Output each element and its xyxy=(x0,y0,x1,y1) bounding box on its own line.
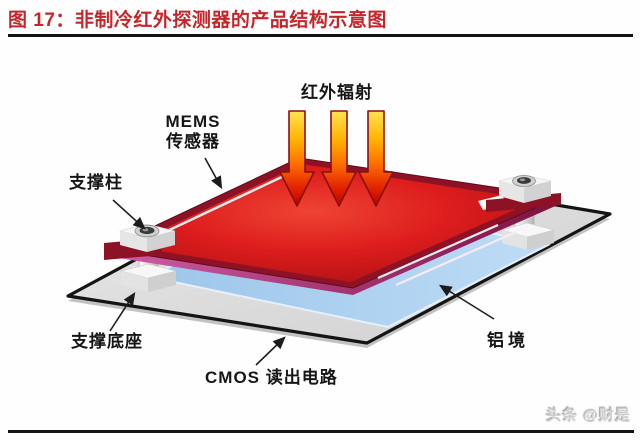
leader-arrow-base-icon xyxy=(109,291,136,332)
pillar-stud-highlight xyxy=(142,228,149,232)
label-cmos-readout: CMOS 读出电路 xyxy=(205,368,338,387)
label-mems-line2: 传感器 xyxy=(166,132,220,151)
label-aluminum-mirror: 铝境 xyxy=(487,331,529,350)
leader-arrow-pillar-icon xyxy=(112,199,146,230)
pillar-base-right xyxy=(527,230,554,250)
plate-thickness-edge xyxy=(106,197,560,295)
leader-arrows xyxy=(109,157,495,366)
plate-gap-line-right2 xyxy=(395,230,517,287)
leader-arrow-cmos-icon xyxy=(255,336,286,366)
pillar-cap-right xyxy=(147,231,175,252)
plate-gap-line-right1 xyxy=(377,223,499,280)
ir-arrow-icon xyxy=(321,110,357,207)
pillar-base-left xyxy=(121,271,148,292)
pillar-stud-highlight xyxy=(519,178,526,182)
label-support-pillar: 支撑柱 xyxy=(69,173,123,192)
support-pillar-right-top xyxy=(497,174,552,203)
watermark: 头条 @财是 xyxy=(546,407,631,424)
sensor-plate xyxy=(104,157,562,295)
figure-title: 图 17：非制冷红外探测器的产品结构示意图 xyxy=(8,10,387,31)
title-divider xyxy=(8,34,633,37)
label-mems-line1: MEMS xyxy=(165,112,221,131)
ir-arrow-icon xyxy=(358,110,394,207)
leader-arrow-mems-icon xyxy=(204,157,223,190)
ir-arrow-icon xyxy=(279,110,315,207)
pillar-base-right xyxy=(148,271,176,292)
label-support-base: 支撑底座 xyxy=(71,332,143,351)
pillar-cap-left xyxy=(499,181,524,203)
label-ir-radiation: 红外辐射 xyxy=(301,83,373,102)
plate-top-face xyxy=(128,164,537,282)
pillar-cap-right xyxy=(524,181,551,203)
label-mems-sensor: MEMS 传感器 xyxy=(152,112,234,152)
bottom-divider xyxy=(8,430,634,433)
ir-arrows-icon xyxy=(279,110,394,207)
leader-arrow-mirror-icon xyxy=(438,284,495,320)
pillar-cap-left xyxy=(120,231,147,252)
